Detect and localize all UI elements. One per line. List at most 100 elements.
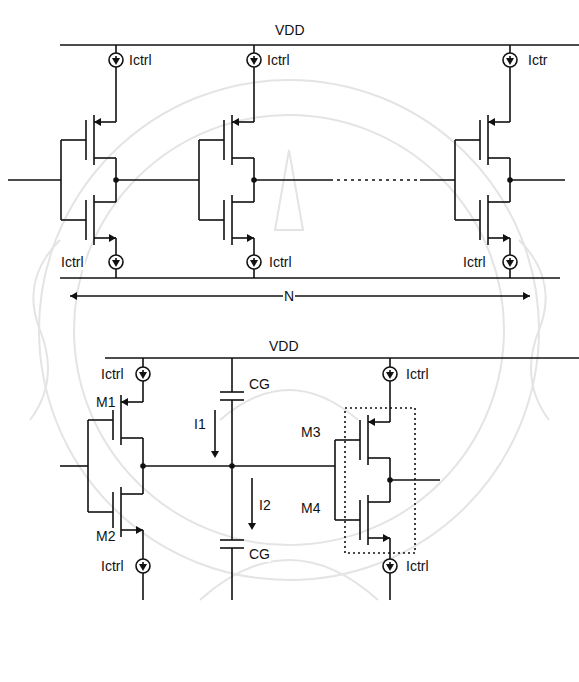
wire	[121, 437, 143, 439]
wire	[254, 179, 330, 181]
arrow-head	[112, 260, 120, 267]
wire	[115, 67, 117, 122]
wire	[251, 478, 253, 527]
watermark	[30, 80, 549, 600]
circuit	[8, 45, 579, 600]
signal-label: Ictrl	[100, 558, 125, 574]
wire	[142, 573, 144, 600]
arrow-head	[211, 451, 219, 458]
signal-label: VDD	[268, 338, 300, 354]
wire	[488, 201, 510, 203]
signal-label: I2	[258, 497, 272, 513]
wire	[88, 511, 113, 513]
wire	[231, 358, 233, 392]
arrow-head	[139, 372, 147, 379]
node-dot	[230, 464, 234, 468]
arrow-head	[112, 58, 120, 65]
wire	[420, 179, 455, 181]
wire	[88, 419, 113, 421]
arrow-head	[136, 526, 143, 534]
signal-label: Ictr	[527, 52, 548, 68]
wire	[214, 410, 216, 455]
transistor-name: M1	[95, 394, 116, 410]
wire	[115, 269, 117, 278]
arrow-head	[383, 534, 390, 542]
current-source	[136, 367, 150, 381]
signal-label: Ictrl	[266, 52, 291, 68]
wire	[115, 45, 117, 53]
wire	[8, 179, 61, 181]
transistor-name: M2	[95, 528, 116, 544]
wire	[60, 277, 560, 279]
wire	[389, 381, 391, 422]
wire	[253, 67, 255, 122]
arrow-head	[94, 118, 101, 126]
wire	[61, 219, 86, 221]
arrow-head	[248, 523, 256, 530]
signal-label: VDD	[274, 22, 306, 38]
arrow-head	[523, 292, 530, 300]
transistor-name: M3	[300, 424, 321, 440]
wire	[199, 139, 224, 141]
wire	[455, 139, 480, 141]
wire	[116, 179, 199, 181]
wire	[335, 519, 360, 521]
wire	[330, 179, 420, 181]
wire	[231, 400, 233, 466]
wire	[94, 157, 116, 159]
signal-label: CG	[248, 376, 271, 392]
wire	[335, 439, 360, 441]
wire	[509, 269, 511, 278]
wire	[253, 269, 255, 278]
arrow-head	[139, 564, 147, 571]
wire	[142, 358, 144, 367]
signal-label: CG	[248, 546, 271, 562]
wire	[334, 440, 336, 520]
wire	[389, 573, 391, 600]
current-source	[247, 53, 261, 67]
signal-label: I1	[193, 416, 207, 432]
capacitor-plate	[220, 391, 244, 393]
arrow-head	[247, 234, 254, 242]
wire	[509, 238, 511, 255]
arrow-head	[503, 234, 510, 242]
current-source	[109, 53, 123, 67]
signal-label: Ictrl	[100, 366, 125, 382]
arrow-head	[506, 58, 514, 65]
arrow-head	[121, 398, 128, 406]
wire	[455, 219, 480, 221]
wire	[60, 465, 88, 467]
wire	[115, 238, 117, 255]
arrow-head	[386, 372, 394, 379]
wire	[142, 530, 144, 559]
wire	[488, 157, 510, 159]
current-source	[247, 255, 261, 269]
wire	[253, 238, 255, 255]
arrow-head	[250, 260, 258, 267]
wire	[368, 457, 390, 459]
wire	[389, 538, 391, 559]
wire	[121, 493, 143, 495]
wire	[509, 45, 511, 53]
signal-label: Ictrl	[405, 366, 430, 382]
signal-label: Ictrl	[405, 558, 430, 574]
capacitor-plate	[220, 539, 244, 541]
current-source	[503, 255, 517, 269]
signal-label: Ictrl	[128, 52, 153, 68]
wire	[232, 157, 254, 159]
transistor-name: M4	[300, 500, 321, 516]
wire	[199, 219, 224, 221]
signal-label: Ictrl	[268, 254, 293, 270]
wire	[61, 139, 86, 141]
wire	[70, 295, 530, 297]
current-source	[136, 559, 150, 573]
current-source	[383, 367, 397, 381]
signal-label: Ictrl	[462, 254, 487, 270]
wire	[231, 548, 233, 600]
dotted-box	[345, 408, 415, 553]
arrow-head	[70, 292, 77, 300]
wire	[368, 501, 390, 503]
arrow-head	[386, 564, 394, 571]
wire	[105, 357, 579, 359]
